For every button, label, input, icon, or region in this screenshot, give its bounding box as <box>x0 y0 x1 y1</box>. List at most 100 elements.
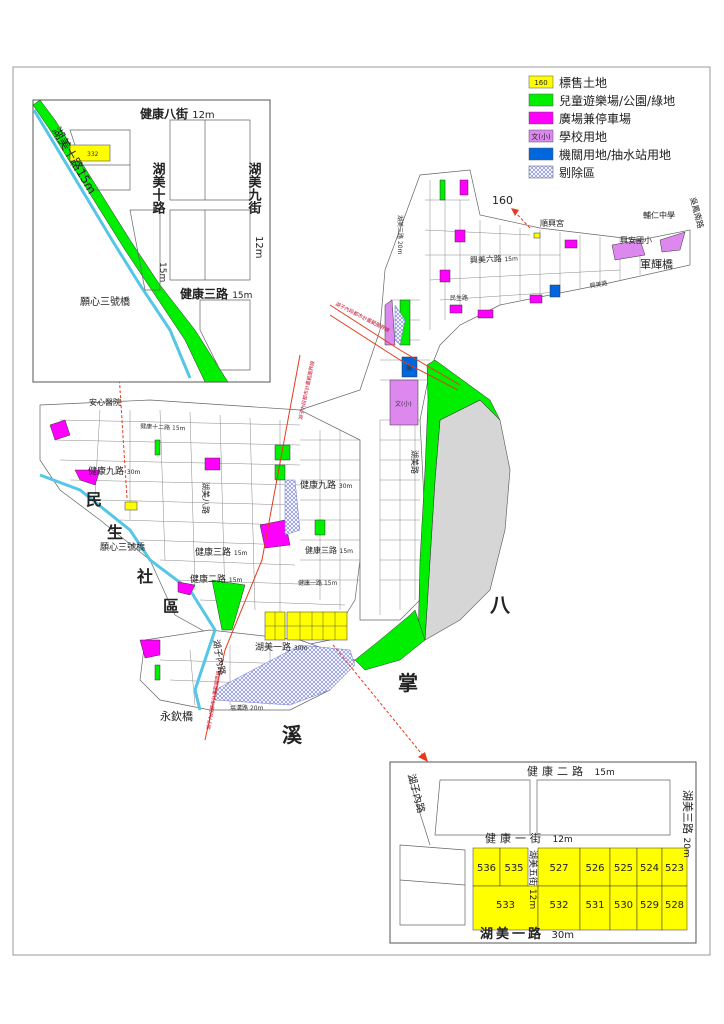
parcel-label: 527 <box>549 863 568 874</box>
parcel-523 <box>661 847 688 887</box>
road-jiankang-9: 健康九路 30m <box>88 465 141 477</box>
parcel-525 <box>609 847 638 887</box>
parcel-label: 535 <box>504 863 523 874</box>
inset-road-mid-v-width: 15m <box>157 262 167 282</box>
parcel-527 <box>537 847 581 887</box>
parcel-label: 526 <box>585 863 604 874</box>
inset-parcel-332 <box>69 144 111 162</box>
clinic-label: 安心醫院 <box>89 397 121 407</box>
parcel-532 <box>537 885 581 931</box>
parcel-label: 528 <box>665 900 684 911</box>
road-humei-8: 湖美八路 <box>201 482 211 514</box>
parcel-label: 533 <box>496 900 515 911</box>
road-minsheng: 民生路 <box>450 294 468 302</box>
schools <box>384 231 686 426</box>
br-road-bottom: 湖美一路 30m <box>480 926 574 942</box>
inset-road-bottom: 健康三路 15m <box>180 286 252 301</box>
legend-label: 學校用地 <box>559 129 607 144</box>
parcel-528 <box>661 885 688 931</box>
legend-item: 機關用地/抽水站用地 <box>528 147 671 162</box>
br-road-right-v: 湖美三路 20m <box>681 790 694 858</box>
parcel-label: 525 <box>614 863 633 874</box>
parcel-ref-160: 160 <box>492 194 513 207</box>
inset-road-top: 健康八街 12m <box>140 106 215 121</box>
road-wuqiao: 塭溝路 20m <box>230 704 264 712</box>
inset-bridge: 願心三號橋 <box>80 295 130 308</box>
br-road-mid: 健康一街 12m <box>485 831 573 845</box>
parcel-label: 530 <box>614 900 633 911</box>
government-land <box>401 284 561 378</box>
road-jiankang-1: 健康一路 15m <box>298 579 338 587</box>
district-label-4: 區 <box>163 597 179 616</box>
parcel-530 <box>609 885 638 931</box>
school-label: 文(小) <box>395 400 412 408</box>
middle-school-label: 輔仁中學 <box>643 210 675 220</box>
temple-label: 順興宮 <box>540 218 564 228</box>
parcel-533 <box>472 885 539 931</box>
inset-br-blocks <box>399 774 671 926</box>
plazas <box>49 179 578 659</box>
sale-parcel-dividers <box>265 612 347 640</box>
road-jiankang-2: 健康二路 15m <box>190 573 243 585</box>
road-east-v: 湖美三路 20m <box>396 215 404 255</box>
gov-label: 機 <box>406 364 412 372</box>
road-jiankang-9-east: 健康九路 30m <box>300 479 353 491</box>
parcel-label: 532 <box>549 900 568 911</box>
parcel-535 <box>499 847 529 887</box>
west-bridge-label: 願心三號橋 <box>100 541 145 553</box>
br-road-top: 健康二路 15m <box>527 764 615 778</box>
inset-parcel-332-label: 332 <box>87 151 99 158</box>
parcel-531 <box>579 885 611 931</box>
east-bridge-label: 軍輝橋 <box>640 257 673 271</box>
area-label-zhang: 掌 <box>398 671 418 695</box>
road-junhui: 興美路 <box>589 279 608 290</box>
district-label-1: 民 <box>86 490 102 509</box>
inset-br-parcels: 536 535 527 526 525 524 523 533 532 531 530 529 528 <box>472 847 688 931</box>
road-jiankang-3: 健康三路 15m <box>195 546 248 558</box>
legend-swatch <box>528 165 554 179</box>
road-jiankang-3-b: 健康三路 15m <box>305 545 353 555</box>
legend-label: 兒童遊樂場/公園/綠地 <box>559 93 675 108</box>
inset-road-mid-v: 湖美十路 <box>150 162 166 214</box>
legend-swatch <box>528 147 554 161</box>
exclusion-zones <box>214 304 406 706</box>
legend-swatch <box>528 75 554 89</box>
parcel-526 <box>579 847 611 887</box>
br-road-mid-v: 湖美五街 12m <box>527 850 539 909</box>
legend-label: 標售土地 <box>559 75 607 90</box>
south-bridge-label: 永欽橋 <box>160 709 193 723</box>
arrow-head-160 <box>511 208 519 216</box>
legend-swatch-text: 文(小) <box>531 132 551 141</box>
legend-swatch <box>528 93 554 107</box>
main-map: 文(小) 機 湖子內段都市計畫範圍界線 湖子內 <box>39 169 706 762</box>
elem-school-label: 興安國小 <box>620 235 652 245</box>
legend-swatch-text: 160 <box>534 79 547 87</box>
arrow-head-bottom-right <box>418 752 428 762</box>
parcel-label: 536 <box>477 863 496 874</box>
parcel-label: 524 <box>640 863 659 874</box>
inset-river <box>32 109 192 379</box>
plan-boundary <box>204 304 461 741</box>
inset-top-left: 332 健康八街 12m 湖美十路15m 湖美十路 15m 湖美九街 12m 健… <box>32 99 271 383</box>
legend-item: 兒童遊樂場/公園/綠地 <box>528 93 675 108</box>
road-humei-1: 湖美一路 30m <box>255 641 308 653</box>
parcel-label: 529 <box>640 900 659 911</box>
legend-label: 廣場兼停車場 <box>559 111 631 126</box>
legend-item: 文(小) 學校用地 <box>528 129 607 144</box>
inset-road-right-v: 湖美九街 <box>246 162 263 215</box>
legend-item: 廣場兼停車場 <box>528 111 631 126</box>
road-humei-6: 興美六路 15m <box>470 252 519 265</box>
legend-item: 剔除區 <box>528 165 595 180</box>
legend-swatch <box>528 111 554 125</box>
inset-blocks <box>69 119 251 371</box>
parcel-label: 531 <box>585 900 604 911</box>
legend-swatch <box>528 129 554 143</box>
road-humei-8-v: 湖美路 <box>410 450 420 474</box>
parcel-label: 523 <box>665 863 684 874</box>
district-label-2: 生 <box>107 523 123 542</box>
road-jiankang-12: 健康十二路 15m <box>140 422 186 432</box>
legend-label: 剔除區 <box>559 165 595 180</box>
inset-road-right-v-width: 12m <box>253 236 264 258</box>
